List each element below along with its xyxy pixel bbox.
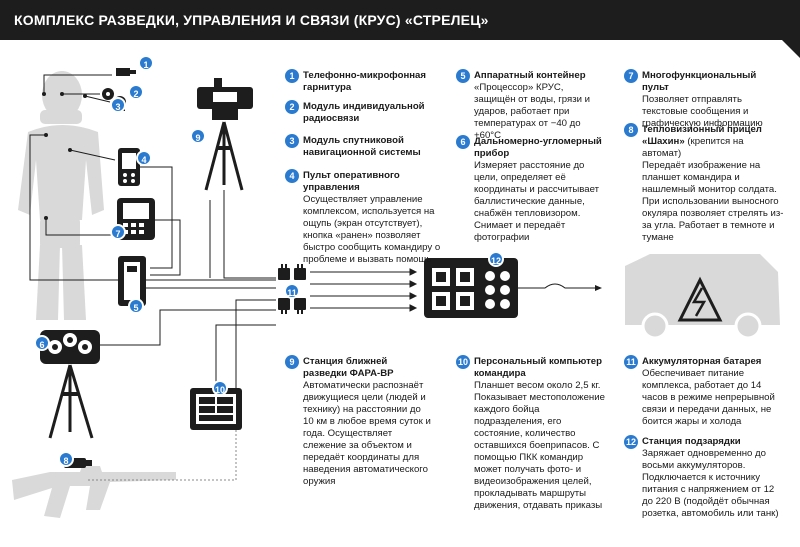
marker-charger: 12 — [488, 251, 504, 267]
marker-thermal-sight: 8 — [58, 451, 74, 467]
legend-number: 9 — [285, 355, 299, 369]
rangefinder-device — [40, 330, 100, 439]
legend-title: Модуль индивидуальной радиосвязи — [303, 101, 425, 124]
legend-title: Станция ближней разведки ФАРА-ВР — [303, 356, 394, 379]
legend-item-5: 5 Аппаратный контейнер «Процессор» КРУС,… — [456, 69, 604, 142]
legend-item-9: 9 Станция ближней разведки ФАРА-ВР Автом… — [285, 355, 433, 488]
marker-rangefinder: 6 — [34, 335, 50, 351]
legend-description: Автоматически распознаёт движущиеся цели… — [303, 380, 431, 487]
legend-title: Станция подзарядки — [642, 436, 741, 447]
legend-description: Заряжает одновременно до восьми аккумуля… — [642, 448, 779, 519]
charging-station-device — [424, 258, 518, 318]
legend-item-7: 7 Многофункциональный пульт Позволяет от… — [624, 69, 782, 130]
legend-title: Аппаратный контейнер — [474, 70, 586, 81]
marker-multifunction-panel: 7 — [110, 224, 126, 240]
radar-station-device — [197, 78, 253, 191]
legend-description: Передаёт изображение на планшет командир… — [642, 160, 784, 243]
soldier-figure — [18, 71, 104, 320]
legend-item-10: 10 Персональный компьютер командира План… — [456, 355, 608, 512]
legend-description: Измеряет расстояние до цели, определяет … — [474, 160, 599, 243]
hardware-container-device — [118, 256, 146, 306]
legend-title: Многофункциональный пульт — [642, 70, 757, 93]
legend-number: 12 — [624, 435, 638, 449]
legend-item-8: 8 Тепловизионный прицел «Шахин» (крепитс… — [624, 123, 784, 244]
legend-title: Персональный компьютер командира — [474, 356, 603, 379]
legend-item-3: 3 Модуль спутниковой навигационной систе… — [285, 134, 443, 159]
legend-title: Аккумуляторная батарея — [642, 356, 762, 367]
legend-description: Позволяет отправлять текстовые сообщения… — [642, 94, 763, 129]
page-title: КОМПЛЕКС РАЗВЕДКИ, УПРАВЛЕНИЯ И СВЯЗИ (К… — [14, 12, 489, 28]
marker-gps: 3 — [110, 97, 126, 113]
legend-number: 6 — [456, 135, 470, 149]
marker-commander-pc: 10 — [212, 380, 228, 396]
corner-accent — [782, 40, 800, 58]
control-panel-device — [118, 148, 140, 186]
legend-number: 11 — [624, 355, 638, 369]
marker-control-panel: 4 — [136, 150, 152, 166]
rifle-figure — [12, 466, 176, 518]
legend-description: Осуществляет управление комплексом, испо… — [303, 194, 441, 265]
marker-radar: 9 — [190, 128, 206, 144]
legend-number: 4 — [285, 169, 299, 183]
legend-description: Планшет весом около 2,5 кг. Показывает м… — [474, 380, 605, 511]
legend-number: 8 — [624, 123, 638, 137]
marker-radio: 2 — [128, 84, 144, 100]
legend-description: Обеспечивает питание комплекса, работает… — [642, 368, 775, 427]
legend-item-12: 12 Станция подзарядки Заряжает одновреме… — [624, 435, 784, 520]
legend-item-11: 11 Аккумуляторная батарея Обеспечивает п… — [624, 355, 784, 428]
legend-title: Дальномерно-угломерный прибор — [474, 136, 602, 159]
legend-number: 1 — [285, 69, 299, 83]
marker-battery: 11 — [284, 283, 300, 299]
legend-number: 10 — [456, 355, 470, 369]
legend-title: Тепловизионный прицел «Шахин» (крепится … — [642, 124, 784, 160]
legend-title-text: Тепловизионный прицел «Шахин» — [642, 124, 762, 147]
legend-item-1: 1 Телефонно-микрофонная гарнитура — [285, 69, 443, 94]
radio-icon — [102, 88, 114, 100]
legend-note: (крепится на автомат) — [642, 136, 744, 159]
legend-title: Модуль спутниковой навигационной системы — [303, 135, 421, 158]
vehicle-figure — [625, 254, 780, 340]
multifunction-panel-device — [117, 198, 155, 240]
legend-number: 2 — [285, 100, 299, 114]
legend-number: 3 — [285, 134, 299, 148]
commander-pc-device — [190, 388, 242, 430]
header-bar: КОМПЛЕКС РАЗВЕДКИ, УПРАВЛЕНИЯ И СВЯЗИ (К… — [0, 0, 800, 40]
marker-headset: 1 — [138, 55, 154, 71]
legend-item-2: 2 Модуль индивидуальной радиосвязи — [285, 100, 443, 125]
legend-title: Пульт оперативного управления — [303, 170, 400, 193]
legend-description: «Процессор» КРУС, защищён от воды, грязи… — [474, 82, 591, 141]
legend-item-4: 4 Пульт оперативного управления Осуществ… — [285, 169, 443, 266]
battery-pack-device — [278, 264, 306, 314]
marker-container: 5 — [128, 298, 144, 314]
headset-icon — [116, 68, 136, 76]
legend-item-6: 6 Дальномерно-угломерный прибор Измеряет… — [456, 135, 604, 244]
legend-number: 7 — [624, 69, 638, 83]
legend-title: Телефонно-микрофонная гарнитура — [303, 70, 426, 93]
diagram-illustration — [12, 68, 780, 518]
legend-number: 5 — [456, 69, 470, 83]
